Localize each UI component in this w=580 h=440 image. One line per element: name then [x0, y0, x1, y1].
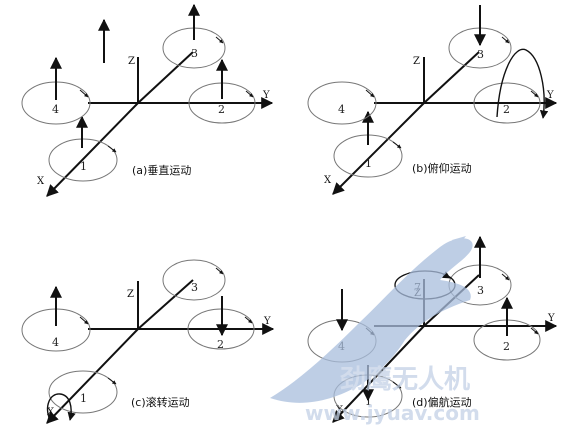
roll-rotation-arrow	[46, 393, 76, 421]
rotor-label-1: 1	[80, 160, 87, 173]
eagle-logo	[270, 238, 473, 403]
arm-3-a	[137, 51, 194, 104]
rotor-label-2: 2	[217, 338, 224, 351]
rotor-1-b: 1	[333, 110, 403, 178]
rotor-label-2: 2	[503, 340, 510, 353]
rotor-label-3: 3	[477, 284, 484, 297]
z-label-c: Z	[127, 289, 134, 300]
x-label-c: X	[47, 407, 55, 418]
watermark-name: 劲鹰无人机	[340, 364, 470, 395]
pitch-rotation-arrow	[496, 48, 549, 119]
rotor-2-a: 2	[188, 58, 256, 124]
panel-c: Z Y X 1 2 3 4 (c)滚转运动	[21, 259, 275, 424]
rotor-1-a: 1	[48, 115, 118, 182]
rotor-label-2: 2	[503, 103, 510, 116]
rotor-label-1: 1	[365, 395, 372, 408]
y-label-c: Y	[263, 316, 271, 327]
arm-3-b	[423, 51, 480, 104]
panel-b: Z Y X 1 2 3 4 (b)俯仰运动	[307, 5, 558, 195]
rotor-2-b: 2	[473, 48, 549, 124]
watermark-url: www.jyuav.com	[305, 401, 480, 425]
rotor-3-c: 3	[162, 259, 226, 301]
rotor-label-3: 3	[191, 47, 198, 60]
rotor-1-c: 1	[48, 370, 118, 414]
axes-a: Z Y X	[37, 51, 274, 197]
z-label-a: Z	[128, 56, 135, 67]
caption-a: (a)垂直运动	[132, 163, 191, 177]
x-label-b: X	[324, 175, 332, 186]
rotor-label-4: 4	[52, 336, 59, 349]
rotor-label-4: 4	[52, 103, 59, 116]
y-label-a: Y	[262, 90, 270, 101]
axes-c: Z Y X	[46, 279, 275, 424]
caption-b: (b)俯仰运动	[412, 161, 472, 175]
y-label-b: Y	[546, 90, 554, 101]
rotor-4-b: 4	[307, 81, 377, 125]
rotor-3-a: 3	[162, 3, 226, 69]
rotor-2-d: 2	[473, 296, 541, 361]
rotor-label-4: 4	[338, 103, 345, 116]
panel-a: Z Y X 1 2 3 4 (a)垂直运动	[21, 3, 274, 197]
x-axis-b	[332, 102, 425, 195]
rotor-4-c: 4	[21, 285, 91, 352]
z-label-b: Z	[413, 56, 420, 67]
rotor-label-1: 1	[80, 392, 87, 405]
x-axis-a	[46, 102, 139, 197]
rotor-label-1: 1	[365, 157, 372, 170]
rotor-2-c: 2	[187, 296, 255, 351]
x-label-d: X	[336, 405, 344, 416]
rotor-label-3: 3	[477, 48, 484, 61]
rotor-4-a: 4	[21, 56, 91, 125]
axes-b: Z Y X	[324, 51, 558, 195]
x-label-a: X	[37, 176, 45, 187]
rotor-label-3: 3	[191, 281, 198, 294]
caption-d: (d)偏航运动	[412, 395, 472, 409]
eagle-beak	[452, 236, 466, 246]
x-axis-c	[46, 328, 139, 424]
watermark: 劲鹰无人机 www.jyuav.com	[270, 236, 480, 425]
y-label-d: Y	[547, 313, 555, 324]
rotor-label-2: 2	[218, 103, 225, 116]
arm-3-c	[137, 279, 194, 330]
x-axis-d	[332, 325, 425, 423]
rotor-3-b: 3	[448, 5, 512, 69]
caption-c: (c)滚转运动	[131, 395, 190, 409]
